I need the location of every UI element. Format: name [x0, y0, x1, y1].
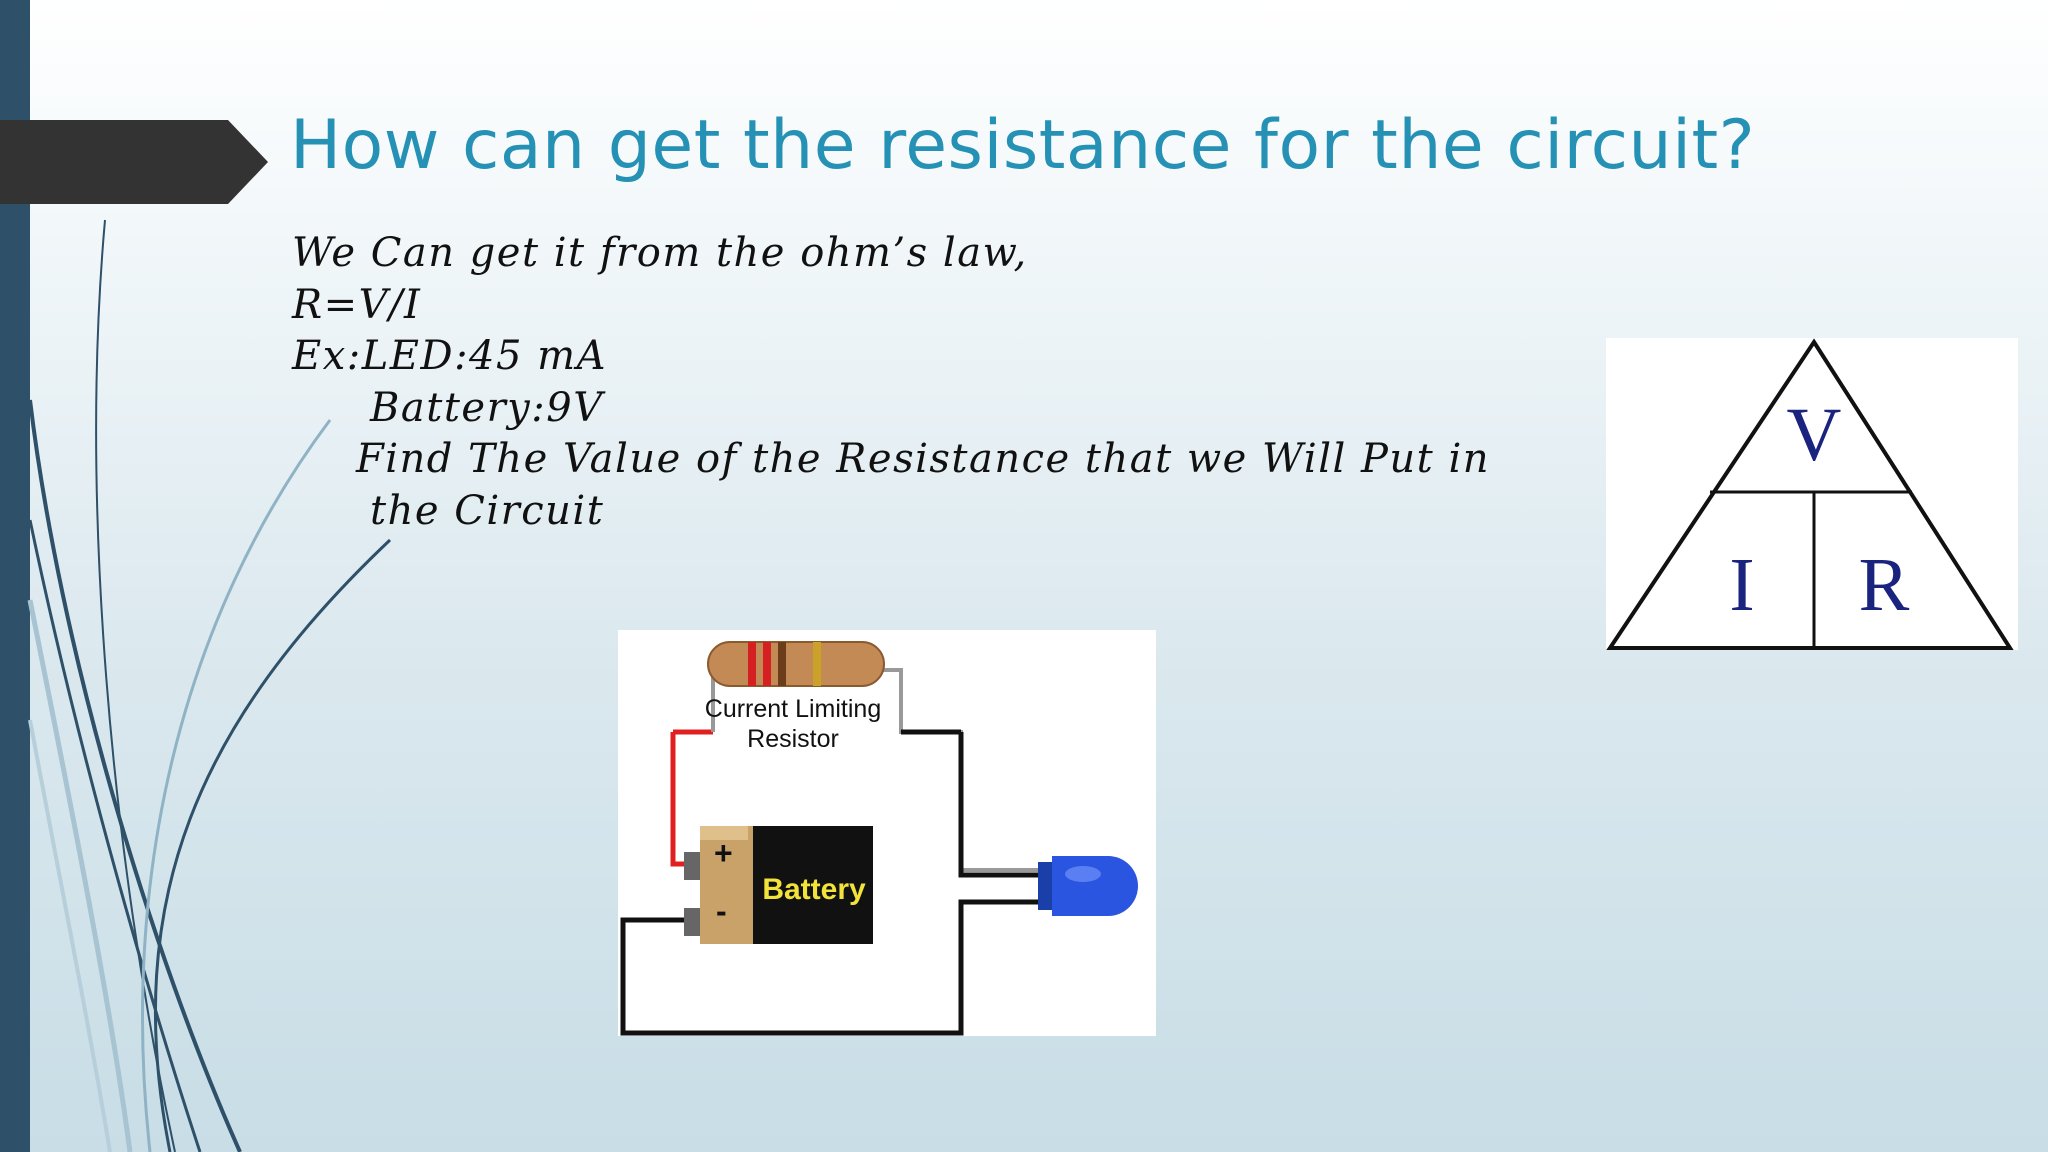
resistor-label-line2: Resistor — [747, 725, 839, 753]
slide-title: How can get the resistance for the circu… — [290, 106, 1756, 185]
battery-plus-sign: + — [714, 835, 733, 871]
text-line-question-cont: the Circuit — [370, 487, 605, 534]
led-icon — [1038, 856, 1138, 916]
battery-label: Battery — [762, 873, 866, 906]
text-line-formula: R=V/I — [292, 281, 422, 328]
battery-icon — [684, 826, 873, 944]
resistor-icon — [707, 641, 885, 687]
text-line-question: Find The Value of the Resistance that we… — [356, 436, 1491, 482]
body-text: We Can get it from the ohm’s law, R=V/I … — [292, 228, 1492, 537]
battery-minus-sign: - — [716, 893, 727, 929]
circuit-diagram-image: Current Limiting Resistor + - Battery — [618, 630, 1156, 1036]
triangle-resistance-label: R — [1859, 543, 1910, 627]
resistor-label-line1: Current Limiting — [705, 695, 881, 723]
circuit-diagram: Current Limiting Resistor + - Battery — [620, 641, 1138, 1036]
triangle-voltage-label: V — [1787, 393, 1842, 477]
ohms-law-triangle-image: V I R — [1606, 338, 2018, 650]
title-arrow-tab — [0, 120, 268, 204]
triangle-current-label: I — [1729, 543, 1754, 627]
text-line-battery-voltage: Battery:9V — [370, 384, 604, 431]
wire-right-top — [878, 668, 1038, 872]
decorative-swoosh-lines — [27, 219, 392, 1152]
ohms-law-triangle: V I R — [1606, 338, 2014, 650]
text-line-ohms-law: We Can get it from the ohm’s law, — [292, 230, 1028, 276]
text-line-led-current: Ex:LED:45 mA — [292, 333, 607, 379]
